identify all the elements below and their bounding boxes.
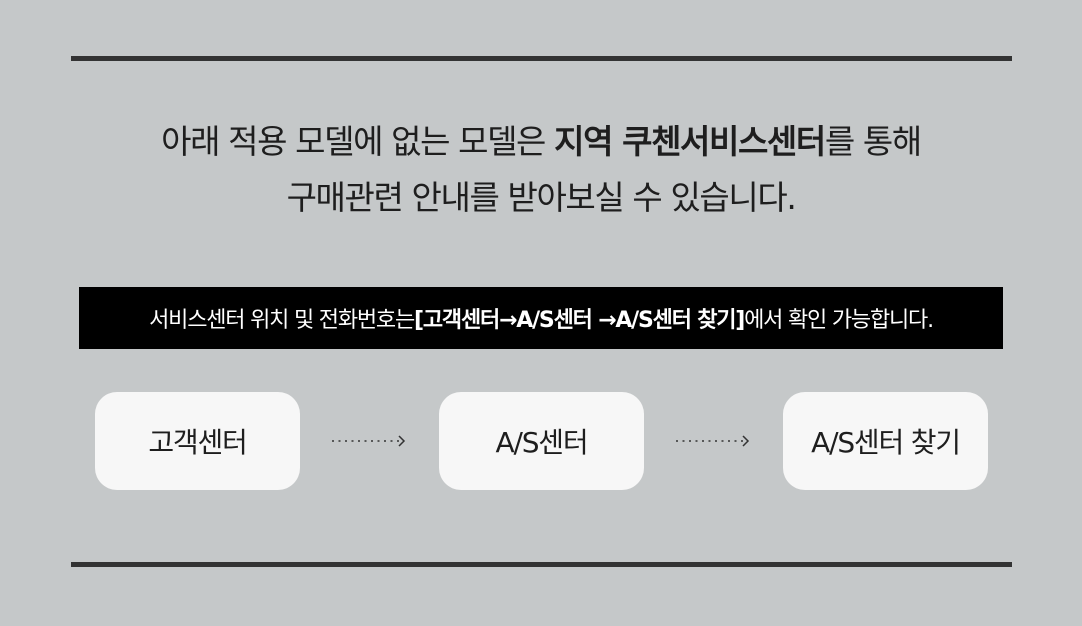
headline-line-2: 구매관련 안내를 받아보실 수 있습니다. (286, 178, 797, 217)
dotted-arrow-icon (332, 435, 406, 447)
step-customer-center: 고객센터 (95, 392, 300, 490)
dotted-arrow-icon (676, 435, 750, 447)
notice-text: 서비스센터 위치 및 전화번호는 (149, 308, 415, 333)
step-as-center: A/S센터 (439, 392, 644, 490)
navigation-steps: 고객센터 A/S센터 A/S센터 찾기 (95, 392, 988, 490)
notice-path: [고객센터→A/S센터 →A/S센터 찾기] (414, 308, 745, 333)
notice-text-end: 에서 확인 가능합니다. (744, 308, 934, 333)
step-find-as-center: A/S센터 찾기 (783, 392, 988, 490)
top-divider (71, 56, 1012, 61)
headline-line-1: 아래 적용 모델에 없는 모델은 지역 쿠첸서비스센터를 통해 (161, 122, 922, 161)
headline: 아래 적용 모델에 없는 모델은 지역 쿠첸서비스센터를 통해 구매관련 안내를… (0, 114, 1082, 226)
headline-emphasis: 지역 쿠첸서비스센터 (554, 122, 826, 161)
notice-banner: 서비스센터 위치 및 전화번호는 [고객센터→A/S센터 →A/S센터 찾기]에… (79, 287, 1003, 349)
bottom-divider (71, 562, 1012, 567)
